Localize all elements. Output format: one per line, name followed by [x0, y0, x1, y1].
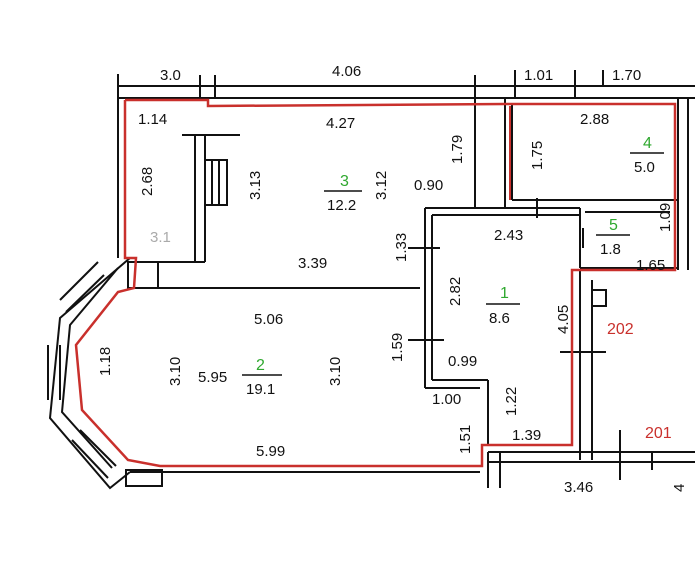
walls [47, 70, 695, 490]
dim-3-10-right: 3.10 [327, 357, 344, 386]
dimension-labels: 1.14 4.27 2.88 2.68 3.13 3.12 1.79 1.75 … [97, 111, 688, 496]
bay-window-line [71, 439, 109, 479]
apartment-boundary [74, 98, 677, 468]
bay-mid [60, 267, 119, 469]
dim-5-95: 5.95 [198, 369, 227, 386]
dim-1-39: 1.39 [512, 427, 541, 444]
dim-2-68: 2.68 [139, 167, 156, 196]
room-1-number: 1 [500, 285, 509, 302]
bay-window-line [79, 429, 117, 467]
dim-3-46: 3.46 [564, 479, 593, 496]
bay-window-line [59, 261, 99, 301]
top-cut-labels: 3.0 4.06 1.01 1.70 [160, 63, 641, 84]
apartment-201-label: 201 [645, 425, 672, 442]
room-2-area: 19.1 [246, 381, 275, 398]
dim-1-14: 1.14 [138, 111, 167, 128]
dim-1-00: 1.00 [432, 391, 461, 408]
room-1-area: 8.6 [489, 310, 510, 327]
dim-3-12: 3.12 [373, 171, 390, 200]
bay-outer [48, 257, 131, 490]
dim-5-99: 5.99 [256, 443, 285, 460]
column-left [127, 261, 159, 289]
dim-1-09: 1.09 [657, 203, 674, 232]
room-4-area: 5.0 [634, 159, 655, 176]
dim-5-06: 5.06 [254, 311, 283, 328]
dim-4-edge: 4 [671, 484, 688, 492]
dim-1-75: 1.75 [529, 141, 546, 170]
dim-1-18: 1.18 [97, 347, 114, 376]
closet-shelf [204, 159, 228, 206]
room-3-label: 3 12.2 [324, 173, 362, 214]
dim-4-27: 4.27 [326, 115, 355, 132]
room-2-label: 2 19.1 [242, 357, 282, 398]
top-label-a: 3.0 [160, 67, 181, 84]
dim-1-65: 1.65 [636, 257, 665, 274]
top-label-d: 1.70 [612, 67, 641, 84]
room-4-label: 4 5.0 [630, 135, 664, 176]
top-label-c: 1.01 [524, 67, 553, 84]
column-right [591, 289, 607, 307]
room-2-number: 2 [256, 357, 265, 374]
room-3-number: 3 [340, 173, 349, 190]
dim-2-82: 2.82 [447, 277, 464, 306]
dim-1-22: 1.22 [503, 387, 520, 416]
dim-4-05: 4.05 [555, 305, 572, 334]
room-3-area: 12.2 [327, 197, 356, 214]
dim-3-39: 3.39 [298, 255, 327, 272]
dim-0-90: 0.90 [414, 177, 443, 194]
dim-3-1: 3.1 [150, 229, 171, 246]
dim-2-88: 2.88 [580, 111, 609, 128]
dim-1-59: 1.59 [389, 333, 406, 362]
column-bottom-left [125, 469, 163, 487]
room-5-area: 1.8 [600, 241, 621, 258]
room-5-number: 5 [609, 217, 618, 234]
dim-0-99: 0.99 [448, 353, 477, 370]
dim-1-51: 1.51 [457, 425, 474, 454]
dim-3-13: 3.13 [247, 171, 264, 200]
room-4-number: 4 [643, 135, 652, 152]
dim-1-33: 1.33 [393, 233, 410, 262]
dim-3-10-left: 3.10 [167, 357, 184, 386]
room-1-label: 1 8.6 [486, 285, 520, 327]
apartment-202-label: 202 [607, 321, 634, 338]
bay-window-line [65, 274, 105, 313]
dim-1-79: 1.79 [449, 135, 466, 164]
top-label-b: 4.06 [332, 63, 361, 80]
room-5-label: 5 1.8 [596, 217, 630, 258]
dim-2-43: 2.43 [494, 227, 523, 244]
